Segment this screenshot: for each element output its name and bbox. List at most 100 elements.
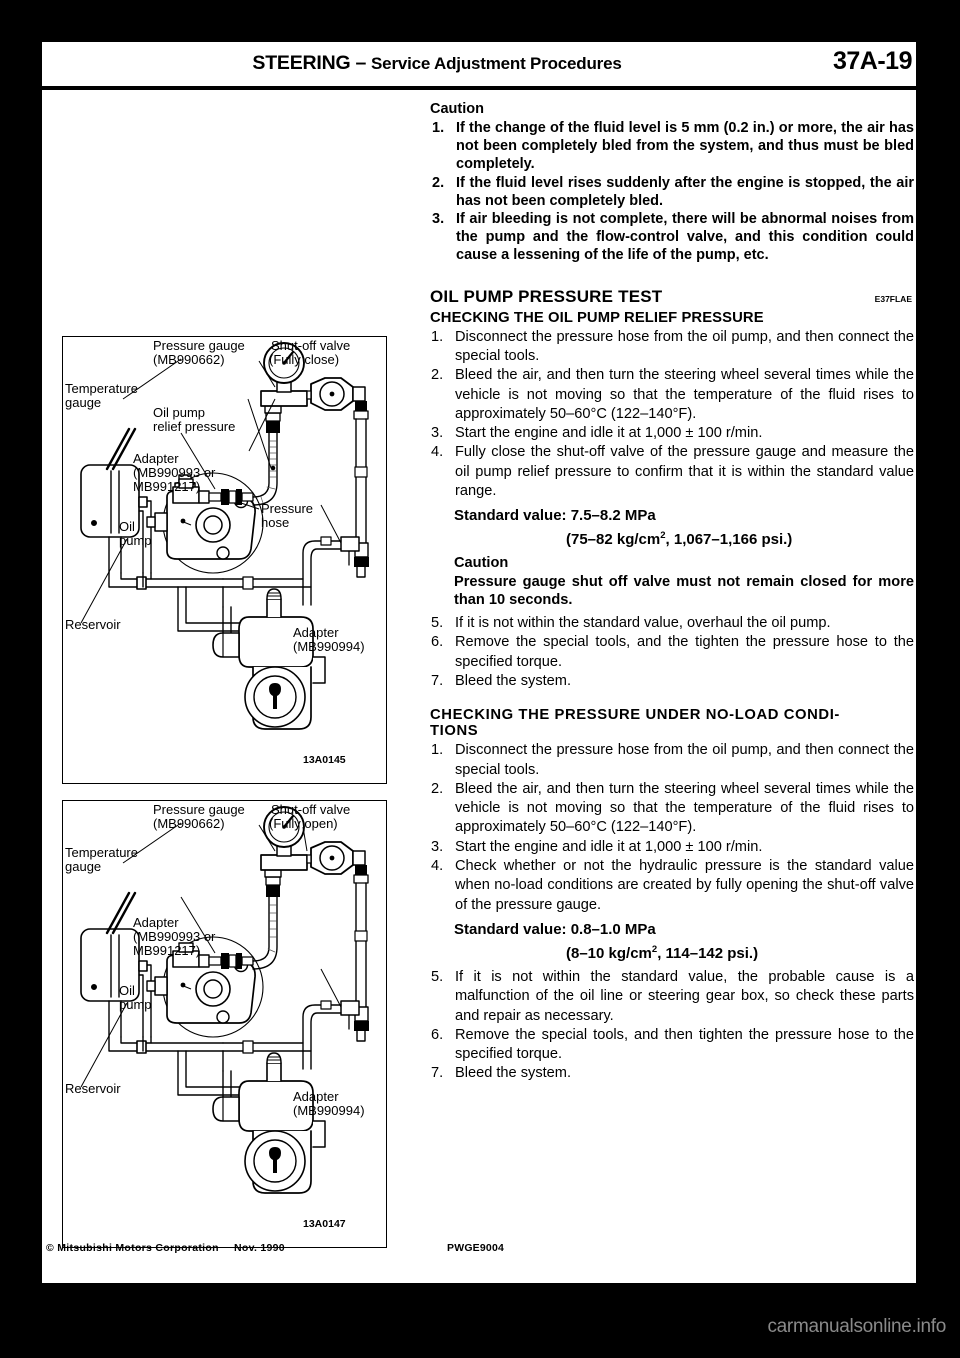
label-oil-pump-line1: Oil bbox=[119, 519, 135, 534]
section-reference-code: E37FLAE bbox=[874, 293, 912, 304]
footer-date: Nov. 1990 bbox=[234, 1242, 285, 1254]
label-temperature-gauge-line1: Temperature bbox=[65, 381, 138, 396]
standard-value-secondary-pre: (75–82 kg/cm bbox=[566, 531, 661, 549]
standard-value-no-load: Standard value: 0.8–1.0 MPa (8–10 kg/cm2… bbox=[454, 920, 914, 964]
step-number: 2. bbox=[431, 367, 444, 384]
step-text: Fully close the shut-off valve of the pr… bbox=[455, 444, 914, 499]
step-item: 7. Bleed the system. bbox=[430, 1064, 914, 1083]
subsection-title-line2: TIONS bbox=[430, 723, 479, 740]
caution-item: 1. If the change of the fluid level is 5… bbox=[430, 119, 914, 174]
step-number: 3. bbox=[431, 425, 444, 442]
standard-value-primary: 7.5–8.2 MPa bbox=[570, 507, 656, 525]
step-number: 2. bbox=[431, 780, 444, 797]
label-pressure-hose-line2: hose bbox=[261, 515, 289, 530]
step-item: 6. Remove the special tools, and the tig… bbox=[430, 633, 914, 672]
site-watermark: carmanualsonline.info bbox=[767, 1316, 946, 1337]
diagram-no-load-pressure: Shut-off valve (Fully open) Pressure gau… bbox=[62, 800, 387, 1248]
caution-heading: Caution bbox=[454, 555, 509, 572]
section-title-oil-pump-pressure-test: OIL PUMP PRESSURE TEST E37FLAE bbox=[430, 287, 914, 307]
step-text: Start the engine and idle it at 1,000 ± … bbox=[455, 838, 763, 855]
label-shut-off-valve-line1: Shut-off valve bbox=[271, 338, 350, 353]
page-title-dash: – bbox=[355, 52, 367, 74]
caution-block-relief: Caution Pressure gauge shut off valve mu… bbox=[454, 554, 914, 610]
footer-publication-code: PWGE9004 bbox=[447, 1242, 505, 1254]
label-pressure-gauge-line2: (MB990662) bbox=[153, 352, 225, 367]
caution-item-text: If the fluid level rises suddenly after … bbox=[456, 174, 914, 209]
diagram-2-svg: Shut-off valve (Fully open) Pressure gau… bbox=[65, 802, 369, 1230]
diagram-oil-pump-relief-pressure: Shut-off valve (Fully close) Pressure ga… bbox=[62, 336, 387, 784]
page-number: 37A-19 bbox=[833, 47, 913, 75]
label-adapter-line3: MB991217) bbox=[133, 943, 200, 958]
step-number: 6. bbox=[431, 634, 444, 651]
step-number: 6. bbox=[431, 1026, 444, 1043]
step-item: 7. Bleed the system. bbox=[430, 672, 914, 691]
step-item: 1. Disconnect the pressure hose from the… bbox=[430, 741, 914, 780]
step-text: Bleed the air, and then turn the steerin… bbox=[455, 780, 914, 836]
no-load-steps-a: 1. Disconnect the pressure hose from the… bbox=[430, 741, 914, 915]
step-text: Disconnect the pressure hose from the oi… bbox=[455, 742, 914, 778]
caution-item-number: 1. bbox=[432, 120, 445, 136]
label-adapter2-line2: (MB990994) bbox=[293, 1103, 365, 1118]
page-title-main: STEERING bbox=[252, 52, 351, 74]
step-text: Check whether or not the hydraulic press… bbox=[455, 858, 914, 913]
step-text: Start the engine and idle it at 1,000 ± … bbox=[455, 425, 763, 442]
caution-text: Pressure gauge shut off valve must not r… bbox=[454, 573, 914, 609]
footer-copyright: © Mitsubishi Motors Corporation bbox=[46, 1242, 219, 1254]
step-text: Remove the special tools, and the tighte… bbox=[455, 634, 914, 670]
figure-id: 13A0147 bbox=[303, 1218, 346, 1230]
standard-value-secondary-post: , 1,067–1,166 psi.) bbox=[665, 531, 793, 549]
step-text: Bleed the system. bbox=[455, 1065, 571, 1082]
step-item: 3. Start the engine and idle it at 1,000… bbox=[430, 838, 914, 857]
step-number: 3. bbox=[431, 838, 444, 855]
label-shut-off-valve-line2: (Fully close) bbox=[269, 352, 339, 367]
standard-value-secondary-post: , 114–142 psi.) bbox=[657, 944, 759, 962]
label-reservoir: Reservoir bbox=[65, 1081, 121, 1096]
step-text: Remove the special tools, and then tight… bbox=[455, 1026, 914, 1063]
header-divider bbox=[42, 86, 916, 90]
relief-pressure-steps-a: 1. Disconnect the pressure hose from the… bbox=[430, 328, 914, 502]
standard-value-secondary-pre: (8–10 kg/cm bbox=[566, 944, 652, 962]
label-oil-pump-relief-line2: relief pressure bbox=[153, 419, 235, 434]
step-text: Disconnect the pressure hose from the oi… bbox=[455, 328, 914, 364]
label-shut-off-valve-line1: Shut-off valve bbox=[271, 802, 350, 817]
label-adapter-line1: Adapter bbox=[133, 451, 179, 466]
step-text: Bleed the air, and then turn the steerin… bbox=[455, 367, 914, 422]
standard-value-relief: Standard value: 7.5–8.2 MPa (75–82 kg/cm… bbox=[454, 506, 914, 550]
caution-block-top: Caution 1. If the change of the fluid le… bbox=[430, 100, 914, 265]
step-number: 7. bbox=[431, 672, 444, 689]
label-temperature-gauge-line1: Temperature bbox=[65, 845, 138, 860]
step-item: 4. Check whether or not the hydraulic pr… bbox=[430, 857, 914, 915]
label-pressure-hose-line1: Pressure bbox=[261, 501, 313, 516]
caution-item-number: 2. bbox=[432, 174, 445, 191]
step-item: 1. Disconnect the pressure hose from the… bbox=[430, 328, 914, 367]
step-number: 5. bbox=[431, 968, 444, 985]
caution-item: 2. If the fluid level rises suddenly aft… bbox=[430, 174, 914, 210]
standard-value-primary: 0.8–1.0 MPa bbox=[570, 920, 656, 938]
caution-item: 3. If air bleeding is not complete, ther… bbox=[430, 210, 914, 265]
label-reservoir: Reservoir bbox=[65, 617, 121, 632]
standard-value-secondary: (8–10 kg/cm2, 114–142 psi.) bbox=[566, 940, 914, 964]
label-oil-pump-relief-line1: Oil pump bbox=[153, 405, 205, 420]
standard-value-label: Standard value: bbox=[454, 920, 567, 938]
caution-heading: Caution bbox=[430, 101, 484, 117]
figure-id: 13A0145 bbox=[303, 754, 346, 766]
step-text: If it is not within the standard value, … bbox=[455, 968, 914, 1024]
step-item: 4. Fully close the shut-off valve of the… bbox=[430, 443, 914, 501]
step-number: 4. bbox=[431, 444, 444, 461]
step-text: Bleed the system. bbox=[455, 672, 571, 689]
step-number: 5. bbox=[431, 615, 444, 632]
caution-item-text: If air bleeding is not complete, there w… bbox=[456, 211, 914, 264]
content-column: Caution 1. If the change of the fluid le… bbox=[430, 100, 914, 1084]
page-footer: © Mitsubishi Motors Corporation Nov. 199… bbox=[42, 1242, 916, 1266]
subsection-title-no-load: CHECKING THE PRESSURE UNDER NO-LOAD COND… bbox=[430, 707, 914, 739]
label-adapter-line2: (MB990993 or bbox=[133, 465, 216, 480]
step-item: 5. If it is not within the standard valu… bbox=[430, 968, 914, 1026]
label-oil-pump-line2: pump bbox=[119, 997, 152, 1012]
page-header: STEERING – Service Adjustment Procedures… bbox=[42, 42, 916, 90]
label-adapter-line1: Adapter bbox=[133, 915, 179, 930]
page-title: STEERING – Service Adjustment Procedures bbox=[42, 52, 832, 75]
label-pressure-gauge-line1: Pressure gauge bbox=[153, 802, 245, 817]
label-adapter2-line1: Adapter bbox=[293, 1089, 339, 1104]
label-adapter2-line1: Adapter bbox=[293, 625, 339, 640]
standard-value-exponent: 2 bbox=[660, 530, 666, 542]
